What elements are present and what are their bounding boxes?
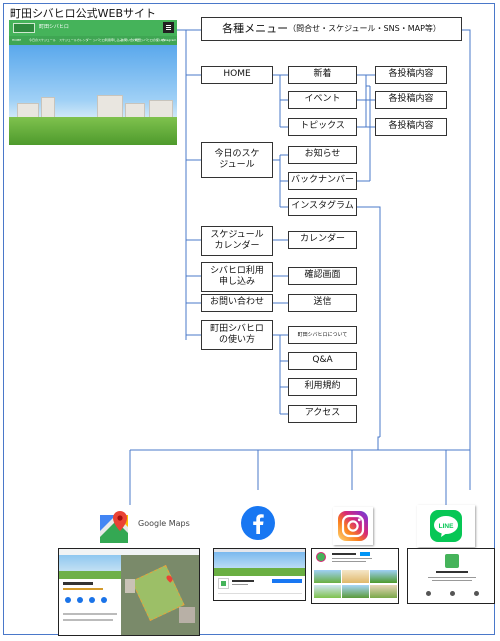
site-nav-item[interactable]: お問い合わせ [121,38,140,42]
node-about: 町田シバヒロについて [288,326,357,344]
node-label: 町田シバヒロ の使い方 [210,323,264,345]
node-label: 今日のスケ ジュール [214,148,260,170]
node-label: シバヒロ利用 申し込み [210,265,264,287]
line-screenshot [407,548,495,604]
node-apply: シバヒロ利用 申し込み [201,262,273,292]
node-label: バックナンバー [290,175,354,186]
node-contact: お問い合わせ [201,294,273,312]
facebook-tile [240,505,276,541]
menu-note: （問合せ・スケジュール・SNS・MAP等） [288,24,441,33]
node-label: インスタグラム [291,201,354,212]
site-logo [13,23,35,33]
node-label: スケジュール カレンダー [210,229,264,251]
node-howto: 町田シバヒロ の使い方 [201,320,273,350]
instagram-tile [333,507,373,545]
node-topics: トピックス [288,118,357,136]
site-nav-item[interactable]: 今日のスケジュール [29,38,56,42]
node-label: 町田シバヒロについて [297,331,348,338]
website-preview: 町田シバヒロ HOME 今日のスケジュール スケジュールカレンダー シバヒロ利用… [9,20,177,145]
svg-text:LINE: LINE [439,523,454,530]
node-post-1: 各投稿内容 [375,66,447,84]
node-label: イベント [304,94,341,105]
node-schedule-calendar: スケジュール カレンダー [201,226,273,256]
google-maps-label: Google Maps [138,519,190,528]
node-post-3: 各投稿内容 [375,118,447,136]
node-terms: 利用規約 [288,378,357,396]
site-nav: HOME 今日のスケジュール スケジュールカレンダー シバヒロ利用申し込み お問… [9,36,177,45]
node-label: トピックス [300,121,345,132]
node-label: お知らせ [304,149,341,160]
google-maps-screenshot [58,548,200,636]
node-label: HOME [223,69,251,80]
line-icon: LINE [430,510,462,542]
site-nav-item[interactable]: スケジュールカレンダー [59,38,92,42]
facebook-icon [241,506,275,540]
node-label: 各投稿内容 [388,94,434,105]
menu-label: 各種メニュー [222,22,289,36]
node-oshirase: お知らせ [288,146,357,164]
instagram-icon [338,511,368,541]
facebook-screenshot [213,548,306,601]
google-maps-icon [100,511,128,543]
node-instagram: インスタグラム [288,198,357,216]
node-label: カレンダー [299,234,345,245]
node-home: HOME [201,66,273,84]
node-label: アクセス [304,408,341,419]
site-nav-item[interactable]: 町田シバヒロの使い方 [135,38,165,42]
node-calendar: カレンダー [288,231,357,249]
hero-photo [9,45,177,145]
node-confirm: 確認画面 [288,267,357,285]
site-title: 町田シバヒロ公式WEBサイト [10,7,157,20]
hamburger-menu-icon[interactable] [163,22,174,33]
line-tile: LINE [417,505,475,547]
site-name: 町田シバヒロ [39,24,69,30]
node-label: お問い合わせ [209,297,264,308]
node-post-2: 各投稿内容 [375,91,447,109]
site-nav-item[interactable]: Instagram [161,38,177,42]
node-label: 送信 [313,297,332,308]
site-header: 町田シバヒロ [9,20,177,36]
node-label: 各投稿内容 [388,121,434,132]
node-backnumber: バックナンバー [288,172,357,190]
site-nav-item[interactable]: HOME [12,38,22,42]
node-label: 利用規約 [304,381,341,392]
menu-box: 各種メニュー（問合せ・スケジュール・SNS・MAP等） [201,17,462,41]
sitemap-frame [3,3,495,635]
node-access: アクセス [288,405,357,423]
lawn [9,117,177,145]
node-label: 新着 [313,69,332,80]
node-shinchaku: 新着 [288,66,357,84]
google-maps-tile: Google Maps [92,505,190,545]
site-nav-item[interactable]: シバヒロ利用申し込み [93,38,123,42]
node-label: Q&A [312,355,333,366]
node-label: 各投稿内容 [388,69,434,80]
node-qa: Q&A [288,352,357,370]
node-label: 確認画面 [304,270,341,281]
instagram-screenshot [311,548,399,604]
node-today: 今日のスケ ジュール [201,142,273,178]
node-event: イベント [288,91,357,109]
node-send: 送信 [288,294,357,312]
